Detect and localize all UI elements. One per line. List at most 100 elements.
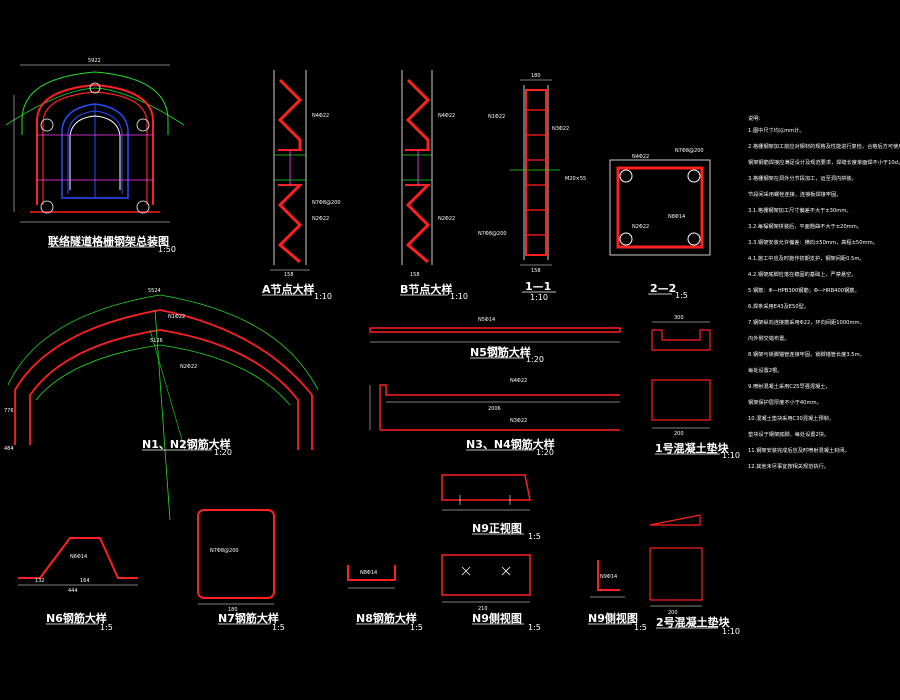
note-line: 12.其他未尽事宜按相关规范执行。 bbox=[748, 462, 829, 470]
node-a-tag-n4: N4Φ22 bbox=[312, 113, 329, 119]
block2-drawing bbox=[649, 514, 703, 607]
n9-side-title: N9侧视图 bbox=[472, 611, 522, 625]
node-b-tag-n2: N2Φ22 bbox=[438, 216, 455, 222]
n1n2-tag-n1: N1Φ22 bbox=[168, 314, 185, 320]
note-line: 3.2.每榀钢架拼装后，平面翘曲不大于±20mm。 bbox=[748, 222, 862, 230]
sec11-tag-n7: N7Φ8@200 bbox=[478, 231, 507, 237]
n6-dim-164: 164 bbox=[80, 578, 90, 584]
n7-scale: 1:5 bbox=[272, 623, 285, 632]
sec11-top-dim: 180 bbox=[531, 73, 541, 79]
node-a-tag-n7: N7Φ8@200 bbox=[312, 200, 341, 206]
sec22-tag-n4: N4Φ22 bbox=[632, 154, 649, 160]
block1-scale: 1:10 bbox=[722, 451, 740, 460]
sec22-scale: 1:5 bbox=[675, 291, 688, 300]
note-line: 每处设置2根。 bbox=[748, 366, 782, 374]
n3n4-tag-n3: N3Φ22 bbox=[510, 418, 527, 424]
sec11-scale: 1:10 bbox=[530, 293, 548, 302]
node-a-title: A节点大样 bbox=[262, 282, 315, 296]
note-line: 垫块设于钢架底脚，每处设置2块。 bbox=[748, 430, 829, 438]
n1n2-dim-outer: 5524 bbox=[148, 288, 161, 294]
sec11-tag-m20: M20×55 bbox=[565, 176, 586, 182]
n6-scale: 1:5 bbox=[100, 623, 113, 632]
n1n2-dim-776: 776 bbox=[4, 408, 14, 414]
n6-tag: N6Φ14 bbox=[70, 554, 87, 560]
overview-frame-drawing bbox=[5, 64, 185, 223]
note-line: 内外侧交错布置。 bbox=[748, 334, 790, 342]
note-line: 3.1.格栅钢架加工尺寸偏差不大于±30mm。 bbox=[748, 206, 852, 214]
note-line: 节段间采用螺栓连接，连接板焊接牢固。 bbox=[748, 190, 841, 198]
n5-title: N5钢筋大样 bbox=[470, 345, 531, 359]
node-a-drawing bbox=[270, 70, 310, 271]
block1-drawing bbox=[651, 321, 711, 429]
node-b-scale: 1:10 bbox=[450, 292, 468, 301]
n3n4-dim: 2006 bbox=[488, 406, 501, 412]
n7-dim: 180 bbox=[228, 607, 238, 613]
sec11-tag-n3: N3Φ22 bbox=[552, 126, 569, 132]
note-line: 10.混凝土垫块采用C30混凝土预制， bbox=[748, 414, 834, 422]
n5-scale: 1:20 bbox=[526, 355, 544, 364]
notes-title: 说明： bbox=[748, 114, 764, 122]
n7-tag: N7Φ8@200 bbox=[210, 548, 239, 554]
n8-title: N8钢筋大样 bbox=[356, 611, 417, 625]
sec22-title: 2—2 bbox=[650, 282, 676, 295]
note-line: 2.格栅钢架加工前应对钢材的规格及性能进行复检，合格后方可使用。 bbox=[748, 142, 900, 150]
n9-side2-drawing bbox=[590, 560, 625, 598]
n9-side-drawing bbox=[441, 554, 531, 603]
n5-dim: 2326 bbox=[488, 346, 501, 352]
note-line: 3.3.钢架安装允许偏差：横向±50mm，高程±50mm。 bbox=[748, 238, 878, 246]
sec22-tag-n2: N2Φ22 bbox=[632, 224, 649, 230]
n9-front-scale: 1:5 bbox=[528, 532, 541, 541]
overview-scale: 1:50 bbox=[158, 245, 176, 254]
n1n2-title: N1、N2钢筋大样 bbox=[142, 437, 231, 451]
note-line: 4.2.钢架底脚应落在稳固的基础上，严禁悬空。 bbox=[748, 270, 856, 278]
n9-side-dim: 210 bbox=[478, 606, 488, 612]
node-b-drawing bbox=[401, 70, 433, 265]
n7-bar-drawing bbox=[197, 509, 275, 605]
n9-side2-title: N9侧视图 bbox=[588, 611, 638, 625]
n1n2-dim-inner: 5126 bbox=[150, 338, 163, 344]
block2-scale: 1:10 bbox=[722, 627, 740, 636]
sec11-bottom-dim: 158 bbox=[531, 268, 541, 274]
overview-width-dim: 5922 bbox=[88, 58, 101, 64]
n9-side-scale: 1:5 bbox=[528, 623, 541, 632]
block1-title: 1号混凝土垫块 bbox=[655, 441, 730, 455]
note-line: 3.格栅钢架在洞外分节段加工，运至洞内拼装， bbox=[748, 174, 857, 182]
sec22-tag-n7: N7Φ8@200 bbox=[675, 148, 704, 154]
sec22-tag-n8: N8Φ14 bbox=[668, 214, 685, 220]
block2-title: 2号混凝土垫块 bbox=[656, 615, 731, 629]
note-line: 7.钢架纵向连接筋采用Φ22，环向间距1000mm， bbox=[748, 318, 865, 326]
node-a-dim: 158 bbox=[284, 272, 294, 278]
n9-front-title: N9正视图 bbox=[472, 521, 522, 535]
n6-bar-drawing bbox=[18, 537, 138, 586]
sec11-title: 1—1 bbox=[525, 280, 551, 293]
n6-title: N6钢筋大样 bbox=[46, 611, 107, 625]
n9-front-drawing bbox=[441, 474, 531, 511]
n6-dim-132: 132 bbox=[35, 578, 45, 584]
n1n2-scale: 1:20 bbox=[214, 448, 232, 457]
note-line: 6.焊条采用E43及E50型。 bbox=[748, 302, 809, 310]
n8-bar-drawing bbox=[347, 565, 396, 589]
notes-list: 1.图中尺寸均以mm计。 2.格栅钢架加工前应对钢材的规格及性能进行复检，合格后方… bbox=[748, 126, 900, 470]
note-line: 8.钢架与锁脚锚管连接牢固，锁脚锚管长度3.5m， bbox=[748, 350, 865, 358]
n3n4-scale: 1:20 bbox=[536, 448, 554, 457]
note-line: 11.钢架安装完成后应及时喷射混凝土封闭。 bbox=[748, 446, 850, 454]
n3n4-bar-drawing bbox=[369, 384, 620, 431]
overview-title: 联络隧道格栅钢架总装图 bbox=[48, 234, 169, 248]
sec11-tag-n1: N1Φ22 bbox=[488, 114, 505, 120]
node-b-tag-n4: N4Φ22 bbox=[438, 113, 455, 119]
n1n2-dim-484: 484 bbox=[4, 446, 14, 452]
node-b-dim: 158 bbox=[410, 272, 420, 278]
n8-scale: 1:5 bbox=[410, 623, 423, 632]
note-line: 1.图中尺寸均以mm计。 bbox=[748, 126, 805, 134]
block1-dim-bottom: 200 bbox=[674, 431, 684, 437]
node-a-scale: 1:10 bbox=[314, 292, 332, 301]
n3n4-tag-n4: N4Φ22 bbox=[510, 378, 527, 384]
note-line: 5.钢筋：Φ—HPB300钢筋；Φ—HRB400钢筋。 bbox=[748, 286, 860, 294]
node-a-tag-n2: N2Φ22 bbox=[312, 216, 329, 222]
section-1-1-drawing bbox=[510, 79, 560, 266]
n1n2-arch-drawing bbox=[7, 294, 319, 521]
n3n4-title: N3、N4钢筋大样 bbox=[466, 437, 555, 451]
n9-side2-scale: 1:5 bbox=[634, 623, 647, 632]
n5-bar-drawing bbox=[369, 327, 621, 343]
